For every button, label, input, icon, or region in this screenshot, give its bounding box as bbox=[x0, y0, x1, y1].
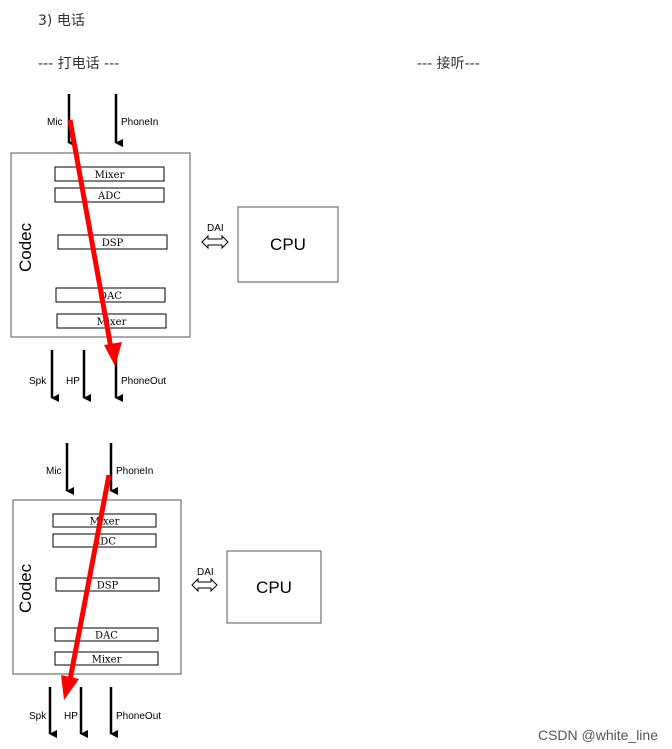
mixer-top-label: Mixer bbox=[90, 517, 120, 528]
caption-make-call: --- 打电话 --- bbox=[38, 56, 120, 72]
diagram-answer-call: Mic PhoneIn Codec Mixer ADC DSP DAC Mixe… bbox=[12, 443, 322, 738]
diagram-make-call: Mic PhoneIn Codec Mixer ADC DSP DAC Mixe… bbox=[10, 94, 339, 402]
hp-label: HP bbox=[64, 711, 78, 722]
dsp-block bbox=[55, 577, 160, 592]
dac-label: DAC bbox=[99, 291, 122, 302]
spk-label: Spk bbox=[29, 711, 47, 722]
mixer-top-label: Mixer bbox=[95, 170, 125, 181]
section-title: 3) 电话 bbox=[38, 13, 85, 29]
mixer-top-block bbox=[52, 513, 157, 528]
mic-label: Mic bbox=[46, 466, 62, 477]
cpu-box bbox=[237, 206, 339, 283]
signal-path-arrow bbox=[67, 119, 114, 349]
spk-label: Spk bbox=[29, 376, 47, 387]
codec-label: Codec bbox=[16, 563, 35, 613]
dai-double-arrow bbox=[201, 234, 229, 250]
dai-label: DAI bbox=[207, 223, 224, 234]
cpu-label: CPU bbox=[270, 235, 306, 254]
mixer-bottom-block bbox=[56, 313, 167, 329]
phoneout-label: PhoneOut bbox=[116, 711, 161, 722]
mixer-bottom-block bbox=[54, 651, 159, 666]
dai-double-arrow bbox=[191, 577, 218, 593]
dai-label: DAI bbox=[197, 567, 214, 578]
cpu-box bbox=[226, 550, 322, 624]
codec-label: Codec bbox=[16, 222, 35, 272]
mixer-bottom-label: Mixer bbox=[92, 655, 122, 666]
signal-path-arrow bbox=[67, 474, 112, 681]
dsp-label: DSP bbox=[102, 238, 124, 249]
phonein-label: PhoneIn bbox=[116, 466, 153, 477]
dac-block bbox=[55, 287, 166, 303]
signal-path-arrowhead bbox=[104, 342, 122, 366]
mixer-bottom-label: Mixer bbox=[97, 317, 127, 328]
adc-label: ADC bbox=[92, 537, 116, 548]
phonein-label: PhoneIn bbox=[121, 117, 158, 128]
adc-label: ADC bbox=[97, 191, 121, 202]
signal-path-arrowhead bbox=[61, 675, 79, 700]
dsp-label: DSP bbox=[97, 581, 119, 592]
caption-answer-call: --- 接听--- bbox=[417, 56, 480, 72]
phoneout-label: PhoneOut bbox=[121, 376, 166, 387]
cpu-label: CPU bbox=[256, 578, 292, 597]
adc-block bbox=[52, 533, 157, 548]
dac-label: DAC bbox=[95, 631, 118, 642]
dsp-block bbox=[57, 234, 168, 250]
watermark: CSDN @white_line bbox=[537, 727, 658, 743]
hp-label: HP bbox=[66, 376, 80, 387]
mic-label: Mic bbox=[47, 117, 63, 128]
